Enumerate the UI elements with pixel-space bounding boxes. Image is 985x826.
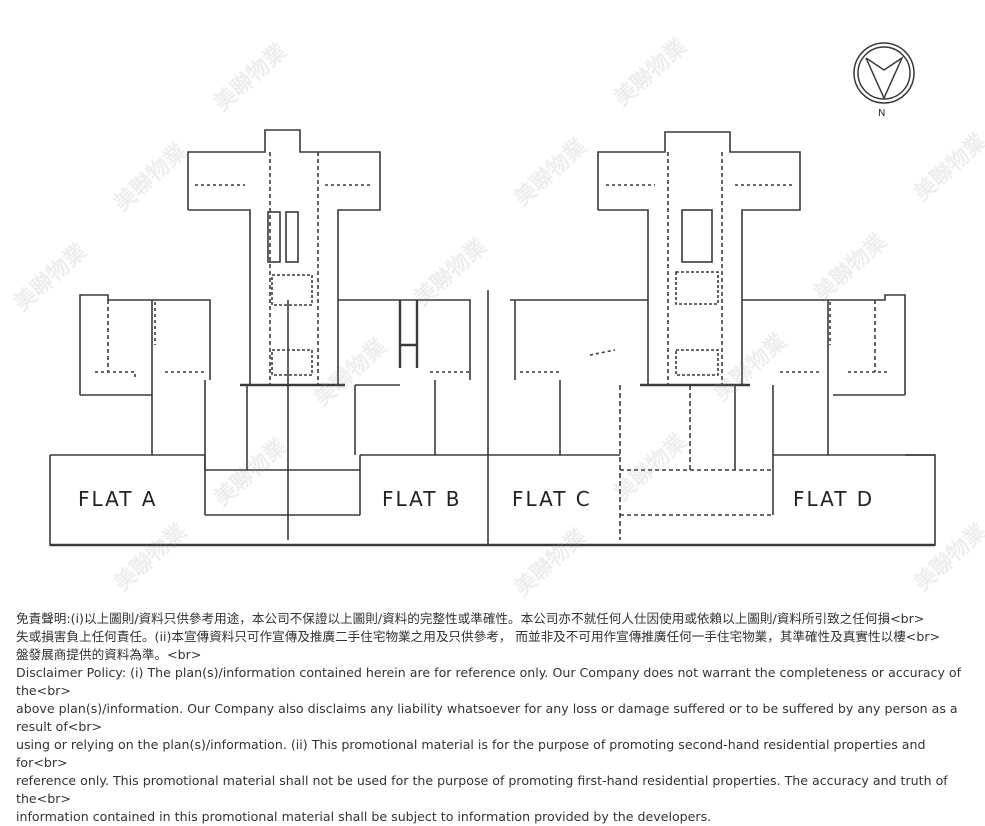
disclaimer-chinese: 免責聲明:(i)以上圖則/資料只供參考用途，本公司不保證以上圖則/資料的完整性或… xyxy=(16,611,941,662)
left-core xyxy=(187,129,381,387)
floor-plan-drawing xyxy=(49,42,936,547)
right-core xyxy=(597,131,801,387)
compass-north-label: N xyxy=(878,108,886,119)
flat-walls xyxy=(49,290,936,547)
disclaimer: 免責聲明:(i)以上圖則/資料只供參考用途，本公司不保證以上圖則/資料的完整性或… xyxy=(16,610,976,826)
flat-c-label: FLAT C xyxy=(512,487,592,511)
flat-a-label: FLAT A xyxy=(78,487,158,511)
compass-icon xyxy=(853,42,915,104)
flat-d-label: FLAT D xyxy=(793,487,875,511)
flat-b-label: FLAT B xyxy=(382,487,462,511)
disclaimer-english: Disclaimer Policy: (i) The plan(s)/infor… xyxy=(16,665,962,824)
floor-plan: FLAT A FLAT B FLAT C FLAT D N 美聯物業 美聯物業 … xyxy=(10,34,985,601)
